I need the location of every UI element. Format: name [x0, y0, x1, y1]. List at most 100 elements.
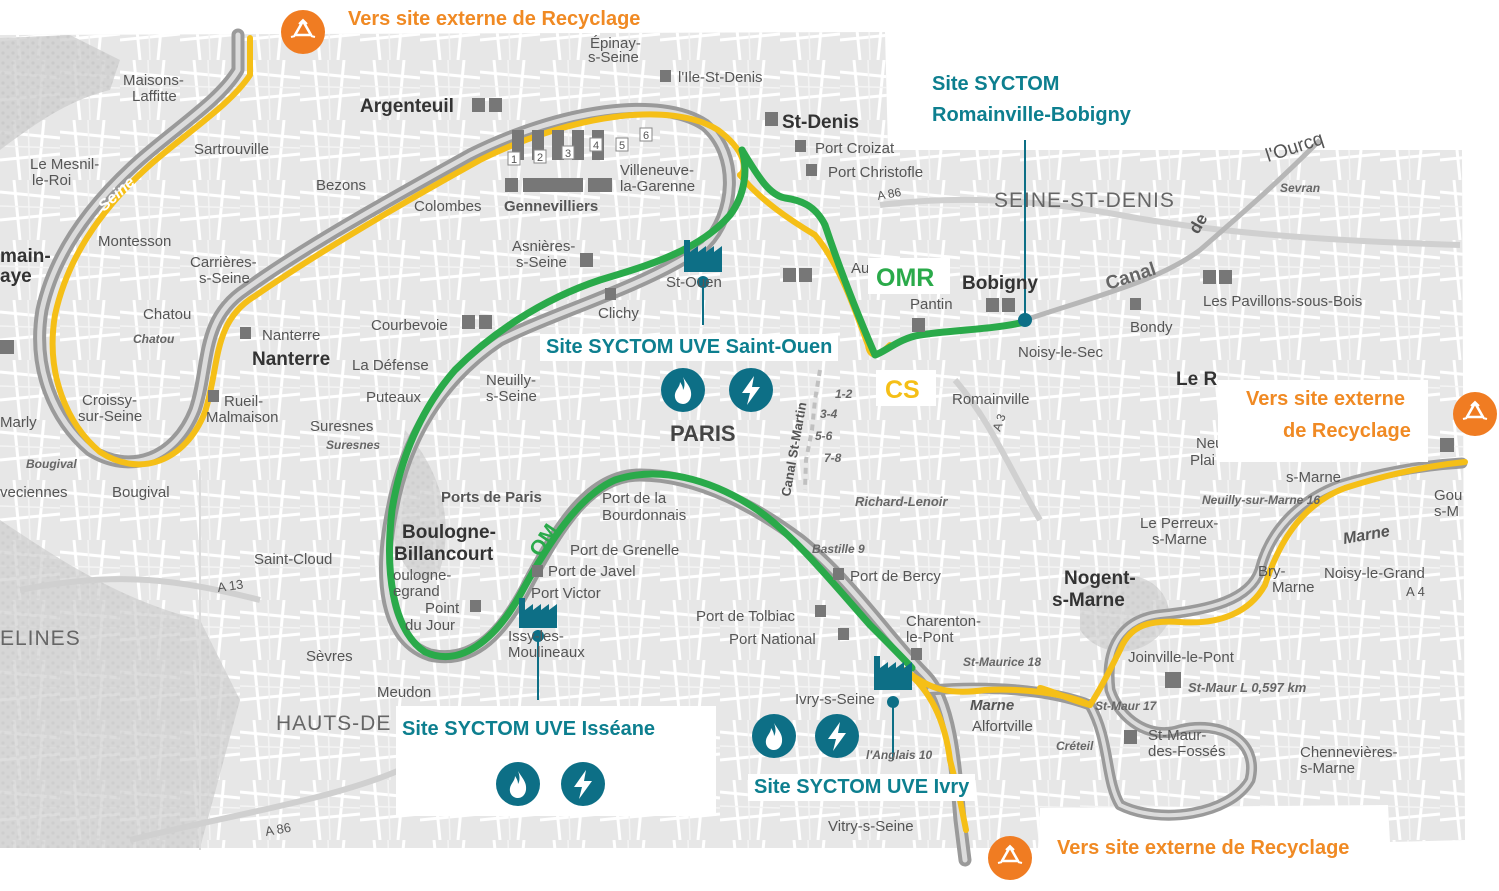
place-suresnes-port: Suresnes — [326, 438, 380, 452]
place-neuilly-marne: Neuilly-sur-Marne 16 — [1202, 493, 1320, 507]
place-a13: A 13 — [216, 576, 244, 594]
place-boulogne-port-2: egrand — [393, 583, 440, 600]
place-bezons: Bezons — [316, 177, 366, 194]
dock-1-label: 1 — [511, 154, 517, 166]
place-nanterre-port: Nanterre — [262, 327, 320, 344]
place-sevran: Sevran — [1280, 181, 1320, 195]
place-courbevoie: Courbevoie — [371, 317, 448, 334]
place-chatou: Chatou — [143, 306, 191, 323]
place-nanterre: Nanterre — [252, 349, 330, 370]
place-a4: A 4 — [1406, 584, 1425, 599]
river-marne — [924, 457, 1468, 821]
place-perreux-1: Le Perreux- — [1140, 515, 1218, 532]
place-gou: Gou — [1434, 487, 1462, 504]
lock-7-8-label: 7-8 — [824, 451, 842, 465]
place-ile-st-denis: l'Ile-St-Denis — [678, 69, 763, 86]
place-paris: PARIS — [670, 421, 736, 446]
factory-icon — [519, 598, 557, 628]
place-colombes: Colombes — [414, 198, 482, 215]
place-noisy-le-sec: Noisy-le-Sec — [1018, 344, 1104, 361]
place-port-bercy: Port de Bercy — [850, 568, 941, 585]
place-a3: A 3 — [990, 412, 1009, 433]
place-rueil-2: Malmaison — [206, 409, 279, 426]
isseane-site-marker — [532, 630, 544, 642]
place-creteil: Créteil — [1056, 739, 1094, 753]
place-st-maur-fosses-1: St-Maur- — [1148, 727, 1206, 744]
place-epinay-1: Épinay- — [590, 35, 641, 52]
place-s-m: s-M — [1434, 503, 1459, 520]
place-a86-1: A 86 — [264, 820, 292, 839]
place-issy-2: Moulineaux — [508, 644, 585, 661]
ivry-label: Site SYCTOM UVE Ivry — [748, 774, 976, 801]
romainville-label-2: Romainville-Bobigny — [932, 104, 1131, 126]
place-villeneuve-2: la-Garenne — [620, 178, 695, 195]
place-port-croizat: Port Croizat — [815, 140, 895, 157]
recycle-right-box — [1218, 380, 1428, 462]
place-vitry: Vitry-s-Seine — [828, 818, 914, 835]
place-marly: Marly — [0, 414, 37, 431]
recycle-icon — [988, 836, 1032, 880]
recycle-icon — [281, 10, 325, 54]
dock-3-label: 3 — [565, 148, 571, 160]
place-villeneuve-1: Villeneuve- — [620, 162, 694, 179]
place-seine-st-denis: SEINE-ST-DENIS — [994, 189, 1175, 212]
place-aye: aye — [0, 266, 32, 287]
place-asnieres-2: s-Seine — [516, 254, 567, 271]
romainville-box — [920, 70, 1185, 140]
place-st-ouen: St-Ouen — [666, 274, 722, 291]
place-veciennes: veciennes — [0, 484, 68, 501]
place-puteaux: Puteaux — [366, 389, 422, 406]
place-neuilly-1: Neuilly- — [486, 372, 536, 389]
place-maisons-2: Laffitte — [132, 88, 177, 105]
saint-ouen-site-marker — [697, 276, 709, 288]
flame-icon — [496, 762, 540, 806]
place-croissy-2: sur-Seine — [78, 408, 142, 425]
dock-4-label: 4 — [593, 140, 599, 152]
lock-1-2-label: 1-2 — [835, 387, 853, 401]
dock-6-label: 6 — [643, 130, 649, 142]
place-carrieres-2: s-Seine — [199, 270, 250, 287]
place-joinville: Joinville-le-Pont — [1128, 649, 1235, 666]
place-croissy-1: Croissy- — [82, 392, 137, 409]
flame-icon — [752, 714, 796, 758]
place-boulogne-2: Billancourt — [394, 544, 494, 565]
place-port-victor: Port Victor — [531, 585, 601, 602]
place-bougival: Bougival — [112, 484, 170, 501]
place-noisy-grand: Noisy-le-Grand — [1324, 565, 1425, 582]
place-sartrouville: Sartrouville — [194, 141, 269, 158]
place-port-bourdonnais-1: Port de la — [602, 490, 667, 507]
place-alfortville: Alfortville — [972, 718, 1033, 735]
place-pavillons: Les Pavillons-sous-Bois — [1203, 293, 1362, 310]
place-montesson: Montesson — [98, 233, 171, 250]
place-neuilly-2: s-Seine — [486, 388, 537, 405]
place-clichy: Clichy — [598, 305, 639, 322]
place-labels: Maisons- Laffitte Argenteuil Épinay- s-S… — [0, 35, 1462, 839]
dock-2-label: 2 — [537, 152, 543, 164]
place-bobigny: Bobigny — [962, 273, 1038, 294]
place-nogent-1: Nogent- — [1064, 568, 1136, 589]
place-chennevieres-1: Chennevières- — [1300, 744, 1398, 761]
place-a86-2: A 86 — [876, 185, 902, 203]
place-bastille: Bastille 9 — [812, 542, 865, 556]
place-rueil-1: Rueil- — [224, 393, 263, 410]
lock-5-6-label: 5-6 — [815, 429, 833, 443]
place-boulogne-1: Boulogne- — [402, 522, 496, 543]
place-la-defense: La Défense — [352, 357, 429, 374]
romainville-label-1: Site SYCTOM — [932, 73, 1060, 95]
place-boulogne-port-1: oulogne- — [393, 567, 451, 584]
place-pantin: Pantin — [910, 296, 953, 313]
place-epinay-2: s-Seine — [588, 49, 639, 66]
place-st-maurice: St-Maurice 18 — [963, 655, 1041, 669]
place-l-anglais: l'Anglais 10 — [866, 748, 933, 762]
place-hauts-de: HAUTS-DE — [276, 712, 391, 735]
place-chatou-port: Chatou — [133, 332, 175, 346]
place-port-christofle: Port Christofle — [828, 164, 923, 181]
place-port-bourdonnais-2: Bourdonnais — [602, 507, 686, 524]
place-port-javel: Port de Javel — [548, 563, 636, 580]
place-sevres: Sèvres — [306, 648, 353, 665]
lightning-icon — [729, 368, 773, 412]
place-st-maur-fosses-2: des-Fossés — [1148, 743, 1226, 760]
place-neu-2: Plai — [1190, 452, 1215, 469]
place-bry-1: Bry- — [1258, 563, 1286, 580]
place-port-national: Port National — [729, 631, 816, 648]
